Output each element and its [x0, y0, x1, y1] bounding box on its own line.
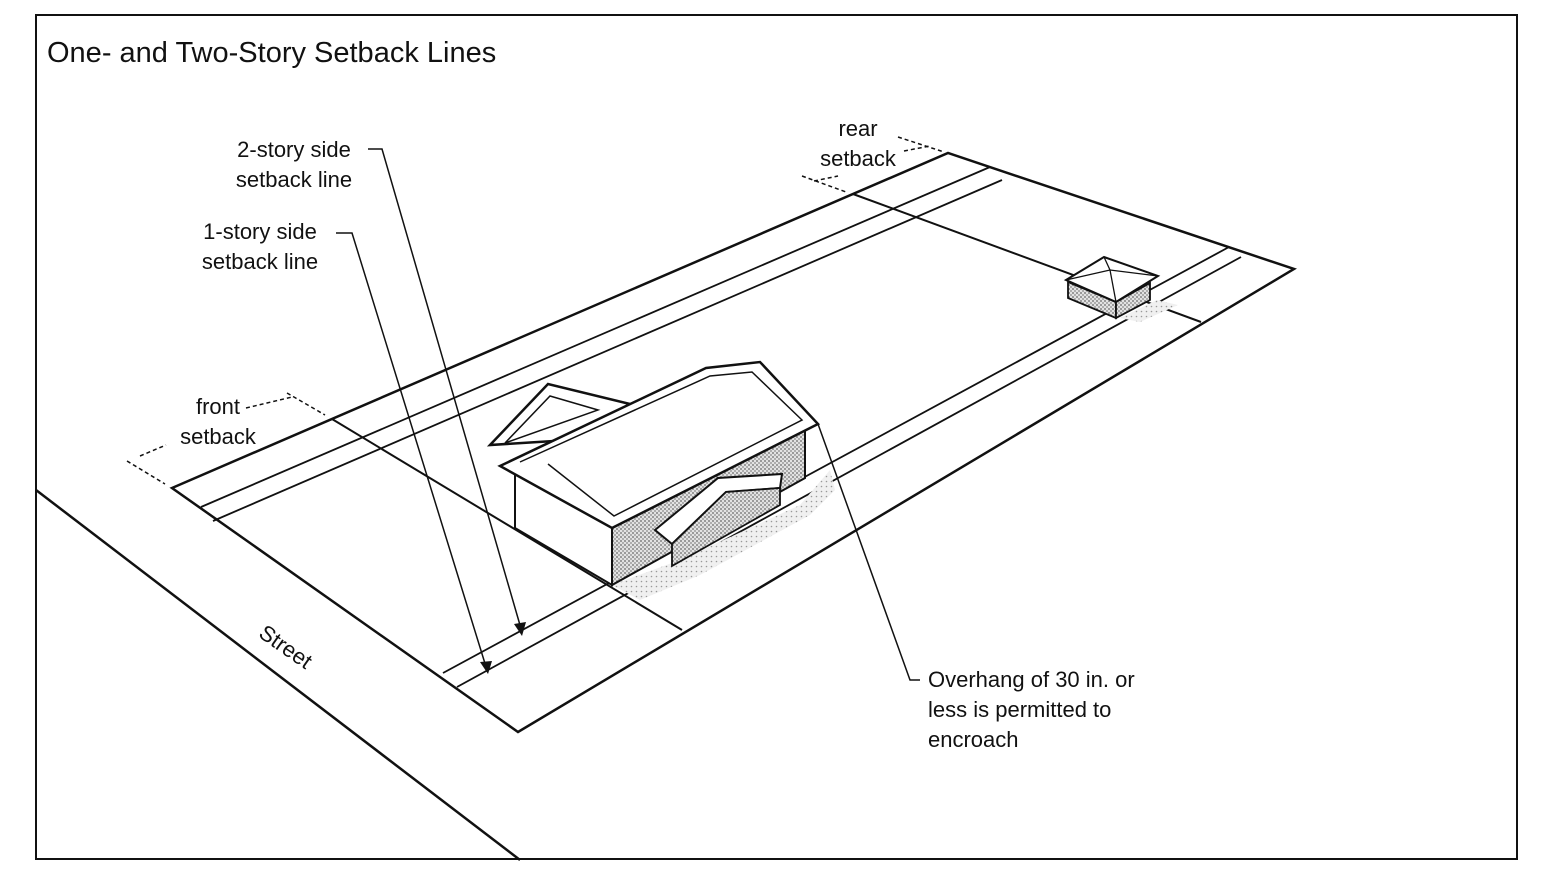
- label-rear-line1: rear: [838, 116, 878, 141]
- rear-setback-dim-3: [813, 175, 839, 182]
- label-overhang: Overhang of 30 in. or less is permitted …: [928, 665, 1135, 755]
- house-side-gable-inner: [504, 395, 601, 444]
- side-setback-left-2: [212, 179, 1003, 522]
- label-one-story-line2: setback line: [201, 249, 319, 274]
- side-setback-left-1: [200, 166, 991, 508]
- house-shadow: [612, 470, 835, 600]
- arrowhead-two-story: [514, 622, 526, 636]
- leader-overhang: [817, 423, 920, 681]
- label-rear-line2: setback: [820, 146, 896, 171]
- rear-setback-dim-2: [897, 136, 945, 153]
- house-roof-ridge: [519, 371, 804, 517]
- label-overhang-line1: Overhang of 30 in. or: [928, 667, 1135, 692]
- rear-setback-dim-4: [903, 145, 931, 152]
- label-overhang-line2: less is permitted to: [928, 697, 1112, 722]
- label-rear-setback: rear setback: [808, 114, 908, 174]
- rear-setback-dim-1: [801, 175, 847, 193]
- front-setback-dim-3: [139, 444, 167, 457]
- label-overhang-line3: encroach: [928, 727, 1019, 752]
- label-front-setback: front setback: [168, 392, 268, 452]
- house-porch-wall: [671, 487, 781, 568]
- rear-setback-line: [852, 193, 1202, 323]
- label-front-line1: front: [195, 394, 241, 419]
- label-two-story-line2: setback line: [235, 167, 353, 192]
- shed-roof-hip-front: [1109, 269, 1117, 303]
- page-title: One- and Two-Story Setback Lines: [47, 37, 497, 69]
- arrowhead-one-story: [480, 661, 492, 674]
- label-front-line2: setback: [180, 424, 256, 449]
- label-two-story-line1: 2-story side: [237, 137, 351, 162]
- label-one-story-line1: 1-story side: [203, 219, 317, 244]
- house-main-roof: [497, 360, 821, 530]
- shed-roof-hip-back: [1103, 256, 1111, 271]
- shed-shadow: [1120, 300, 1178, 322]
- front-setback-dim-1: [126, 460, 166, 485]
- label-two-story-setback: 2-story side setback line: [224, 135, 364, 195]
- label-one-story-setback: 1-story side setback line: [190, 217, 330, 277]
- side-setback-right-1: [442, 246, 1230, 674]
- leader-one-story: [336, 232, 488, 671]
- shed-wall-right: [1115, 281, 1151, 320]
- street-edge-line: [35, 489, 521, 861]
- side-setback-right-2: [456, 256, 1242, 688]
- front-setback-dim-2: [286, 392, 326, 416]
- front-setback-dim-4: [245, 396, 293, 409]
- leader-two-story: [368, 148, 523, 633]
- lot-outline: [169, 151, 1297, 734]
